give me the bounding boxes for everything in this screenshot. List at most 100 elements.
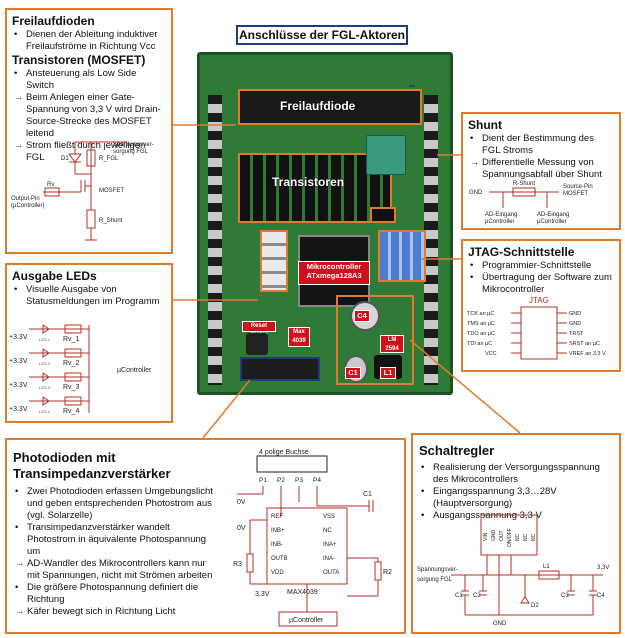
c4-tag: C4 <box>354 310 370 322</box>
photo-bullet-3: →AD-Wandler des Mikrocontrollers kann nu… <box>15 558 213 581</box>
page-title: Anschlüsse der FGL-Aktoren <box>238 28 406 42</box>
reg-v33: 3,3V <box>597 565 609 571</box>
jtag-left-4: TDI an µC <box>467 341 492 347</box>
max-tag: Max 4039 <box>288 327 310 347</box>
reset-button[interactable] <box>246 333 268 355</box>
photo-uc: µController <box>289 617 324 624</box>
photodiode-box: Photodioden mit Transimpedanzverstärker … <box>5 438 406 634</box>
shunt-bullet-1: •Dient der Bestimmung des FGL Stroms <box>470 133 594 156</box>
ad2-label: AD-Eingang <box>537 212 569 218</box>
shunt-resistor <box>370 207 396 223</box>
regulator-area <box>336 295 414 385</box>
rv1-label: Rv_1 <box>63 336 79 343</box>
shunt-gnd: GND <box>469 190 483 196</box>
terminal-block <box>366 135 406 175</box>
rv-label: Rv <box>47 182 54 188</box>
ic-right-3: INA+ <box>323 542 337 548</box>
jtag-right-5: VREF an 3,3 V <box>569 351 606 357</box>
reg-pin-gnd: GND <box>491 530 497 542</box>
reg-in-1: Spannungsver- <box>417 567 458 573</box>
rv2-label: Rv_2 <box>63 360 79 367</box>
reg-c3: C3 <box>561 593 569 599</box>
source-mosfet: MOSFET <box>563 191 588 197</box>
shunt-heading: Shunt <box>468 118 502 132</box>
pin-p4: P4 <box>313 477 321 484</box>
lm-tag: LM 2594 <box>380 335 404 353</box>
rfgl-label: R_FGL <box>99 156 119 162</box>
reg-pin-nc3: NC <box>531 533 537 541</box>
photo-heading-2: Transimpedanzverstärker <box>13 466 171 481</box>
led-heading: Ausgabe LEDs <box>12 269 97 283</box>
transistor-bullet-1: •Ansteuerung als Low Side Switch <box>14 68 137 91</box>
regulator-heading: Schaltregler <box>419 443 495 458</box>
reg-pin-nc2: NC <box>523 533 529 541</box>
jtag-bullet-2: •Übertragung der Software zum Mikrocontr… <box>470 272 612 295</box>
jtag-left-3: TDO an µC <box>467 331 495 337</box>
photo-bullet-4: •Die größere Photospannung definiert die… <box>15 582 199 605</box>
pin-p2: P2 <box>277 477 285 484</box>
jtag-title: JTAG <box>529 296 549 305</box>
led-4-tag: LED 4 <box>39 409 51 414</box>
led-row-1-voltage: +3,3V <box>9 334 28 341</box>
jtag-left-1: TCK an µC <box>467 311 494 317</box>
ov-2: 0V <box>237 525 246 532</box>
led-uc-label: µController <box>117 367 152 374</box>
ad1-uc: µController <box>485 219 514 225</box>
right-pin-header <box>424 95 438 385</box>
jtag-left-5: VCC <box>485 351 497 357</box>
photo-bullet-2: •Transimpedanzverstärker wandelt Photost… <box>15 522 207 557</box>
reg-pin-vin: VIN <box>483 532 489 541</box>
supply-label: Spannungsver- <box>113 142 154 148</box>
regulator-box: Schaltregler •Realisierung der Versorgun… <box>411 433 621 634</box>
reg-pin-nc1: NC <box>515 533 521 541</box>
reg-c4: C4 <box>597 593 605 599</box>
reg-pin-onoff: ON/OFF <box>507 528 513 547</box>
jtag-right-1: GND <box>569 311 581 317</box>
pin-p1: P1 <box>259 477 267 484</box>
ic-right-5: OUTA <box>323 570 339 576</box>
mosfet-schematic: Spannungsver- sorgung FGL D1 R_FGL Rv MO… <box>11 141 154 241</box>
freilauf-heading: Freilaufdioden <box>12 14 95 28</box>
reg-in-2: sorgung FGL <box>417 577 453 583</box>
jtag-schematic: JTAG TCK an µC TMS an µC TDO an µC TDI a… <box>467 296 606 360</box>
mcu-tag: Mikrocontroller ATxmega128A3 <box>298 261 370 285</box>
ic-right-1: VSS <box>323 514 335 520</box>
transistor-bullets: •Ansteuerung als Low Side Switch →Beim A… <box>12 68 166 164</box>
reg-d2: D2 <box>531 603 539 609</box>
photo-c1: C1 <box>363 491 372 498</box>
reg-bullet-1: •Realisierung der Versorgungsspannung de… <box>421 462 600 485</box>
led-1-tag: LED 1 <box>39 337 51 342</box>
transistor-bullet-2: →Beim Anlegen einer Gate- Spannung von 3… <box>14 92 161 139</box>
d1-label: D1 <box>61 156 69 162</box>
transistor-heading: Transistoren (MOSFET) <box>12 53 146 67</box>
regulator-schematic: VIN GND OUT ON/OFF NC NC NC Spannungsver… <box>417 514 609 627</box>
shunt-box: Shunt •Dient der Bestimmung des FGL Stro… <box>461 112 621 230</box>
led-row-2-voltage: +3,3V <box>9 358 28 365</box>
mcu-line1: Mikrocontroller <box>306 262 362 271</box>
output-pin-label: Output-Pin <box>11 196 40 202</box>
rshunt-label: R_Shunt <box>99 218 123 224</box>
photo-r3: R3 <box>233 561 242 568</box>
jtag-heading: JTAG-Schnittstelle <box>468 245 575 259</box>
photodiode-schematic: 4 polige Buchse P1 P2 P3 P4 0V 0V REF IN… <box>233 449 392 627</box>
reg-l1: L1 <box>543 564 550 570</box>
pcb-board: Freilaufdiode Transistoren Mikrocontroll… <box>197 52 453 395</box>
reg-pin-out: OUT <box>499 530 505 541</box>
rv4-label: Rv_4 <box>63 408 79 415</box>
ic-right-4: INA- <box>323 556 335 562</box>
transistor-label: Transistoren <box>272 175 345 189</box>
shunt-schematic: GND R-Shunt Source-Pin MOSFET AD-Eingang… <box>469 181 593 225</box>
jtag-bullet-1: •Programmier-Schnittstelle <box>470 260 592 271</box>
reg-c2: C2 <box>473 593 481 599</box>
source-pin: Source-Pin <box>563 184 593 190</box>
rv3-label: Rv_3 <box>63 384 79 391</box>
led-3-tag: LED 3 <box>39 385 51 390</box>
ad1-label: AD-Eingang <box>485 212 517 218</box>
title-box: Anschlüsse der FGL-Aktoren <box>236 25 408 45</box>
freilauf-label: Freilaufdiode <box>280 99 356 113</box>
photo-r2: R2 <box>383 569 392 576</box>
led-schematic: +3,3V +3,3V +3,3V +3,3V LED 1 LED 2 LED … <box>9 324 152 415</box>
photo-bullet-5: →Käfer bewegt sich in Richtung Licht <box>15 606 176 617</box>
ic-right-2: NC <box>323 528 332 534</box>
output-pin-label-2: (µController) <box>11 203 44 209</box>
